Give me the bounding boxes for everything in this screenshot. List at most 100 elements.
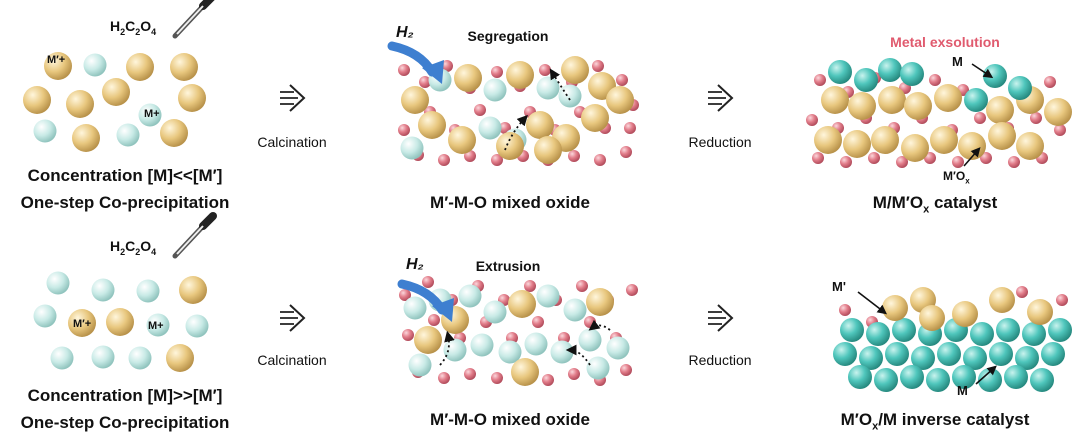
oxygen-particle <box>929 74 941 86</box>
oxide-support-label-1: M′Ox <box>943 169 970 185</box>
light-blue-particle <box>558 84 582 108</box>
gold-particle <box>952 301 978 327</box>
process-arrow-icon <box>708 304 734 332</box>
oxygen-particle <box>438 372 450 384</box>
teal-particle <box>885 342 909 366</box>
oxygen-particle <box>616 74 628 86</box>
light-blue-particle <box>33 119 57 143</box>
oxygen-particle <box>592 60 604 72</box>
reagent-label-2-part: H <box>110 238 121 254</box>
oxygen-particle <box>532 316 544 328</box>
reduction-label-2: Reduction <box>688 352 752 368</box>
metal-exsolution-label: Metal exsolution <box>890 34 1000 50</box>
gold-particle <box>178 84 206 112</box>
product-label-1-tail: catalyst <box>929 193 998 212</box>
light-blue-particle <box>563 298 587 322</box>
gold-particle <box>848 92 876 120</box>
gold-particle <box>448 126 476 154</box>
gold-particle <box>882 295 908 321</box>
reagent-label-1-part: C <box>125 18 136 34</box>
process-arrow-lines <box>708 91 726 105</box>
pipette-highlight <box>176 225 204 255</box>
extrusion-label: Extrusion <box>475 258 541 274</box>
gold-particle <box>919 305 945 331</box>
teal-particle <box>989 342 1013 366</box>
oxygen-particle <box>568 150 580 162</box>
teal-particle <box>1004 365 1028 389</box>
light-blue-particle <box>524 332 548 356</box>
hydrogen-flow-arrowhead <box>422 60 444 84</box>
light-blue-particle <box>185 314 209 338</box>
reagent-label-2-part: O <box>140 238 152 254</box>
process-arrow-lines <box>280 91 298 105</box>
light-blue-particle <box>33 304 57 328</box>
light-blue-particle <box>536 284 560 308</box>
reagent-label-1-sub: 4 <box>151 26 157 37</box>
gold-particle <box>506 61 534 89</box>
concentration-label-1: Concentration [M]<<[M′] <box>27 166 223 185</box>
calcination-label-2: Calcination <box>257 352 327 368</box>
hydrogen-flow-arrowhead <box>432 298 454 322</box>
gold-particle <box>496 132 524 160</box>
teal-particle <box>859 346 883 370</box>
migration-arrow <box>588 319 611 331</box>
gold-particle <box>586 288 614 316</box>
teal-particle <box>833 342 857 366</box>
oxide-metal-pointer-2 <box>857 291 888 315</box>
product-label-2-tail: /M inverse catalyst <box>878 410 1030 429</box>
teal-particle <box>911 346 935 370</box>
oxide-support-label-1-sub: x <box>965 176 970 186</box>
pipette-bulb-icon <box>199 212 217 230</box>
teal-particle <box>866 322 890 346</box>
gold-particle <box>179 276 207 304</box>
oxygen-particle <box>428 314 440 326</box>
gold-particle <box>843 130 871 158</box>
gold-particle <box>102 78 130 106</box>
oxide-label-1: M′-M-O mixed oxide <box>430 193 590 212</box>
light-blue-particle <box>91 278 115 302</box>
oxygen-particle <box>812 152 824 164</box>
light-blue-particle <box>83 53 107 77</box>
oxygen-particle <box>1030 112 1042 124</box>
reagent-label-1-sub: 2 <box>120 26 126 37</box>
oxygen-particle <box>438 154 450 166</box>
metal-label-1: M <box>952 54 963 69</box>
method-label-2: One-step Co-precipitation <box>20 413 230 432</box>
oxygen-particle <box>814 74 826 86</box>
teal-particle <box>1015 346 1039 370</box>
teal-particle <box>964 88 988 112</box>
reagent-label-1-sub: 2 <box>135 26 141 37</box>
oxygen-particle <box>952 156 964 168</box>
light-blue-particle <box>408 353 432 377</box>
pipette-bulb-icon <box>199 0 215 10</box>
reagent-label-2-part: C <box>125 238 136 254</box>
ion-label-major-2: M′+ <box>73 318 92 330</box>
oxide-support-label-1-main: M′O <box>943 169 966 183</box>
teal-particle <box>963 346 987 370</box>
teal-particle <box>848 365 872 389</box>
oxide-pointer-1 <box>963 147 981 167</box>
gold-particle <box>126 53 154 81</box>
oxygen-particle <box>568 368 580 380</box>
gold-particle <box>414 326 442 354</box>
gold-particle <box>1027 299 1053 325</box>
reagent-label-1-part: O <box>140 18 152 34</box>
process-arrow-lines <box>280 311 298 325</box>
process-arrow-icon <box>280 84 306 112</box>
gold-particle <box>454 64 482 92</box>
oxygen-particle <box>594 154 606 166</box>
light-blue-particle <box>586 356 610 380</box>
oxygen-particle <box>474 104 486 116</box>
oxygen-particle <box>422 276 434 288</box>
oxygen-particle <box>1056 294 1068 306</box>
product-label-2: M′Ox/M inverse catalyst <box>841 410 1030 432</box>
oxygen-particle <box>620 364 632 376</box>
oxygen-particle <box>620 146 632 158</box>
teal-particle <box>996 318 1020 342</box>
oxygen-particle <box>491 66 503 78</box>
teal-particle <box>828 60 852 84</box>
gold-particle <box>170 53 198 81</box>
gold-particle <box>930 126 958 154</box>
h2-label-2: H₂ <box>406 256 424 273</box>
